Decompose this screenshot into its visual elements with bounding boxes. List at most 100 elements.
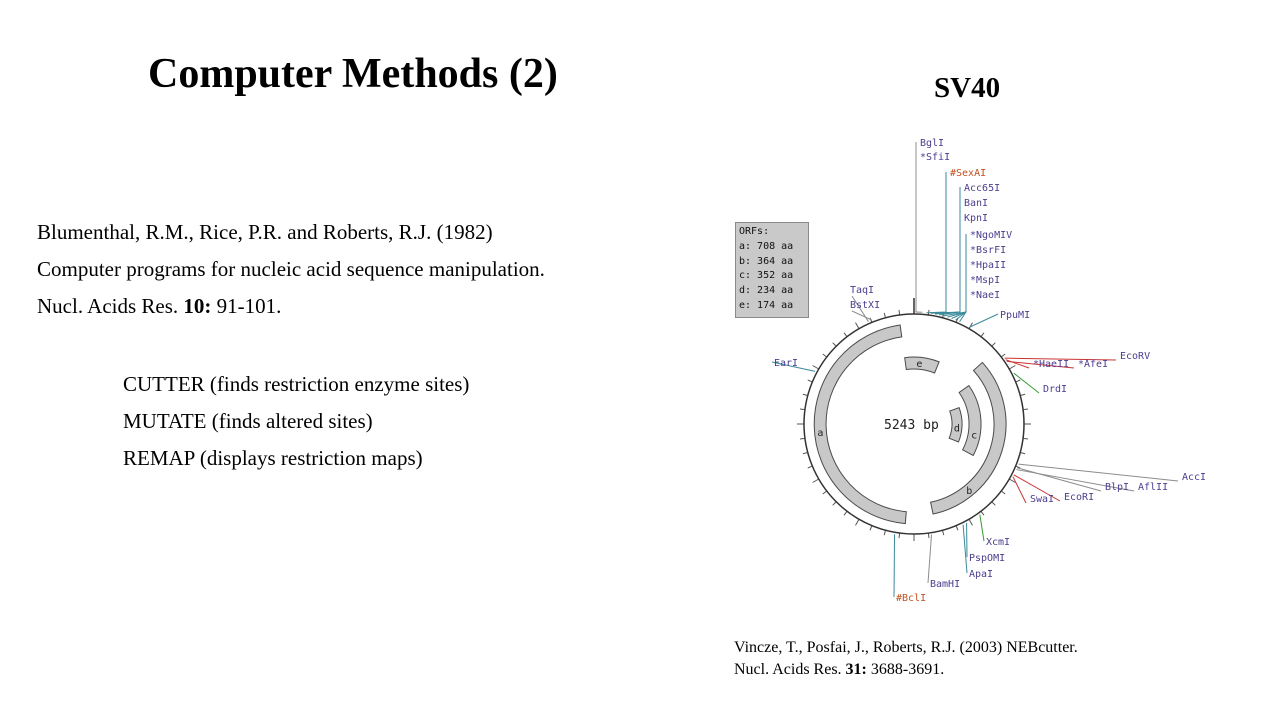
enzyme-label: EarI — [774, 358, 798, 369]
map-tick — [812, 478, 819, 483]
map-ticks — [797, 307, 1031, 541]
enzyme-label: Acc65I — [964, 183, 1000, 194]
program-item-remap: REMAP (displays restriction maps) — [123, 446, 423, 470]
enzyme-label: BlpI — [1105, 482, 1129, 493]
map-tick — [968, 322, 973, 329]
enzyme-line — [939, 217, 961, 316]
enzyme-line — [1013, 474, 1061, 502]
reference-citation: Nucl. Acids Res. 10: 91-101. — [37, 288, 545, 325]
enzyme-line — [1018, 463, 1179, 482]
orf-arc-d — [948, 406, 963, 443]
orf-legend-item: d: 234 aa — [739, 285, 794, 297]
map-tick — [807, 379, 813, 383]
map-tick — [1009, 365, 1016, 370]
map-tick — [898, 532, 901, 539]
orf-label-e: e — [916, 359, 922, 370]
map-tick — [832, 342, 837, 347]
reference-journal: Nucl. Acids Res. — [37, 294, 184, 318]
map-tick — [799, 408, 806, 411]
enzyme-label: *HpaII — [970, 260, 1006, 271]
map-tick — [1015, 379, 1021, 383]
enzyme-label: SwaI — [1030, 494, 1054, 505]
orf-arc-b — [930, 361, 1007, 515]
orf-label-d: d — [954, 424, 960, 435]
map-tick — [883, 312, 887, 318]
enzyme-line — [943, 234, 967, 317]
map-tick — [802, 451, 808, 455]
map-tick — [855, 519, 860, 526]
reference2-pages: 3688-3691. — [866, 661, 945, 678]
map-tick — [883, 530, 887, 536]
map-tick — [843, 332, 848, 338]
map-tick — [1009, 478, 1016, 483]
enzyme-label: EcoRV — [1120, 351, 1150, 362]
enzyme-label: *NgoMIV — [970, 230, 1012, 241]
reference-volume: 10: — [183, 294, 212, 318]
enzyme-line — [969, 313, 999, 328]
map-tick — [968, 519, 973, 526]
map-tick — [955, 525, 959, 531]
enzyme-line — [1006, 360, 1075, 369]
enzyme-label: AflII — [1138, 482, 1168, 493]
orf-arc-e — [904, 356, 940, 374]
orf-legend-item: b: 364 aa — [739, 255, 794, 267]
orf-legend-box: ORFs: a: 708 aa b: 364 aa c: 352 aa d: 2… — [735, 222, 809, 318]
map-tick — [980, 510, 985, 516]
reference-pages: 91-101. — [211, 294, 282, 318]
enzyme-line — [947, 249, 967, 318]
reference2-volume: 31: — [845, 661, 867, 678]
enzyme-line — [1004, 357, 1117, 361]
map-tick — [991, 501, 996, 506]
enzyme-label: TaqI — [850, 285, 874, 296]
enzyme-line — [926, 172, 947, 314]
enzyme-line — [1016, 467, 1102, 492]
enzyme-line — [1012, 476, 1027, 504]
map-tick — [1022, 408, 1029, 411]
enzyme-line — [1016, 469, 1135, 492]
reference-blumenthal: Blumenthal, R.M., Rice, P.R. and Roberts… — [37, 214, 545, 325]
enzyme-line — [959, 294, 967, 322]
enzyme-labels: BglI*SfiI#SexAIAcc65IBanIKpnI*NgoMIV*Bsr… — [774, 138, 1206, 604]
reference2-journal: Nucl. Acids Res. — [734, 661, 846, 678]
map-tick — [843, 510, 848, 516]
orf-label-b: b — [966, 486, 972, 497]
enzyme-line — [851, 310, 873, 321]
map-tick — [799, 437, 806, 440]
enzyme-label: BanI — [964, 198, 988, 209]
enzyme-lines — [771, 142, 1179, 598]
map-tick — [832, 501, 837, 506]
reference-article-title: Computer programs for nucleic acid seque… — [37, 257, 545, 281]
program-item-cutter: CUTTER (finds restriction enzyme sites) — [123, 372, 470, 396]
enzyme-label: #SexAI — [950, 168, 986, 179]
enzyme-line — [951, 264, 967, 319]
enzyme-label: *NaeI — [970, 290, 1000, 301]
enzyme-line — [934, 202, 961, 315]
enzyme-line — [930, 187, 961, 314]
map-tick — [812, 365, 819, 370]
enzyme-line — [927, 534, 933, 584]
map-tick — [802, 393, 808, 397]
slide-title: Computer Methods (2) — [148, 51, 558, 97]
enzyme-label: *HaeII — [1033, 359, 1069, 370]
enzyme-label: PspOMI — [969, 553, 1005, 564]
enzyme-label: PpuMI — [1000, 310, 1030, 321]
reference-authors: Blumenthal, R.M., Rice, P.R. and Roberts… — [37, 220, 493, 244]
enzyme-label: BstXI — [850, 300, 880, 311]
map-tick — [822, 353, 828, 358]
enzyme-label: DrdI — [1043, 384, 1067, 395]
orf-legend-item: a: 708 aa — [739, 240, 794, 252]
reference2-citation: Nucl. Acids Res. 31: 3688-3691. — [734, 659, 1078, 681]
reference2-line1: Vincze, T., Posfai, J., Roberts, R.J. (2… — [734, 639, 1078, 656]
map-tick — [980, 332, 985, 338]
enzyme-line — [1013, 372, 1040, 394]
map-tick — [822, 490, 828, 495]
enzyme-label: KpnI — [964, 213, 988, 224]
enzyme-label: *BsrFI — [970, 245, 1006, 256]
map-tick — [1020, 451, 1026, 455]
program-list: CUTTER (finds restriction enzyme sites) … — [123, 366, 469, 477]
enzyme-label: AccI — [1182, 472, 1206, 483]
map-tick — [1022, 437, 1029, 440]
enzyme-label: *SfiI — [920, 152, 950, 163]
map-title: SV40 — [934, 72, 1001, 104]
enzyme-label: BamHI — [930, 579, 960, 590]
